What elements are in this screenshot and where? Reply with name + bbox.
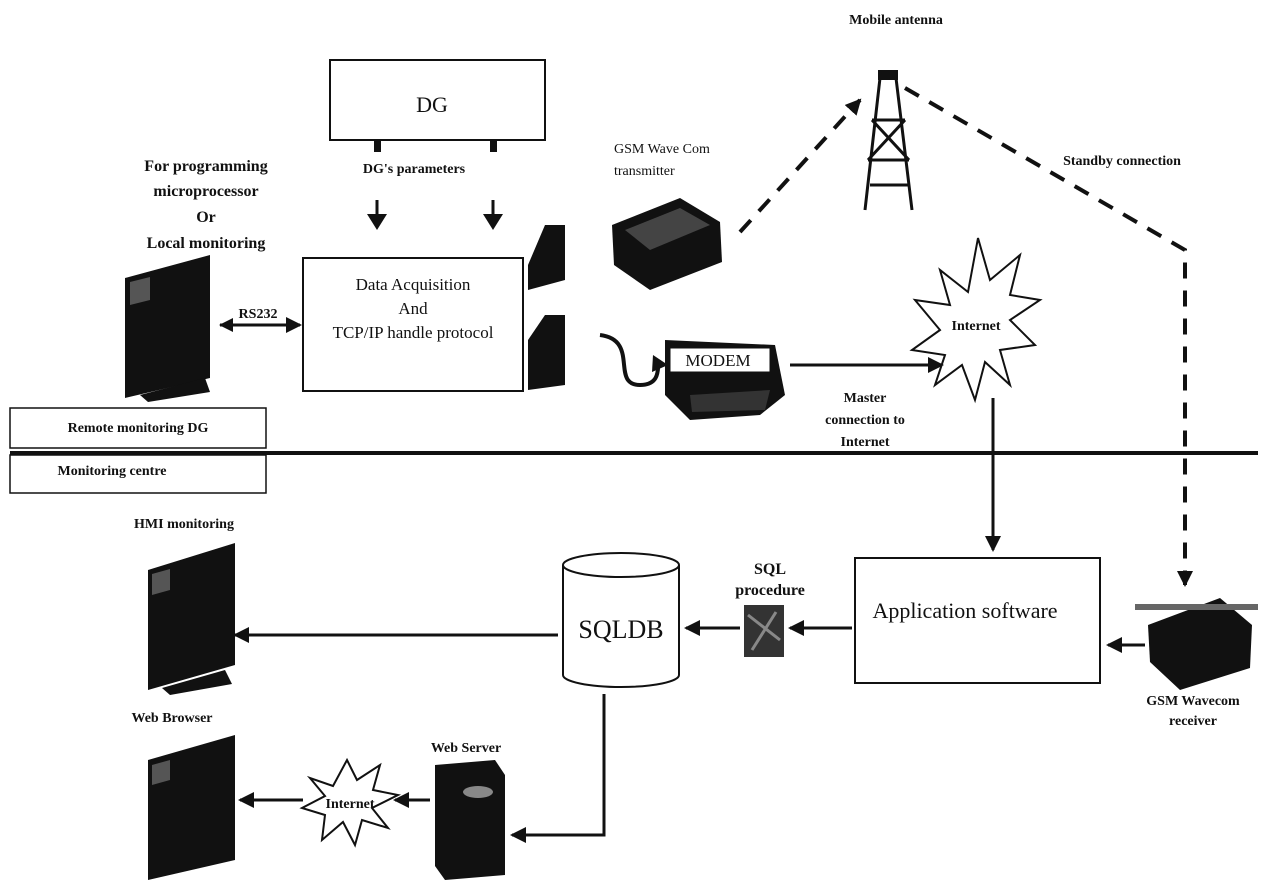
rs232-label: RS232 xyxy=(239,307,278,322)
svg-text:Remote monitoring DG: Remote monitoring DG xyxy=(68,421,209,436)
web-server-icon xyxy=(435,760,505,880)
svg-text:connection to: connection to xyxy=(825,413,905,428)
gsm-uplink-dashed xyxy=(738,98,862,234)
interface-ports xyxy=(528,225,668,390)
svg-text:microprocessor: microprocessor xyxy=(153,183,258,200)
mobile-antenna-icon xyxy=(863,70,914,211)
svg-text:SQLDB: SQLDB xyxy=(578,615,663,644)
svg-text:For programming: For programming xyxy=(144,158,267,175)
sqldb-to-webserver-link xyxy=(510,694,606,843)
gsm-transmitter-icon xyxy=(612,198,722,290)
svg-text:Internet: Internet xyxy=(841,435,890,450)
local-monitor-icon xyxy=(125,255,210,402)
svg-text:Internet: Internet xyxy=(952,319,1001,334)
svg-text:Local monitoring: Local monitoring xyxy=(147,235,266,252)
web-server-label: Web Server xyxy=(431,741,501,756)
sql-procedure-icon xyxy=(744,605,784,657)
sql-procedure-label-2: procedure xyxy=(735,582,805,599)
dg-parameter-arrows xyxy=(367,200,503,230)
sqldb-cylinder: SQLDB xyxy=(562,552,680,688)
web-browser-monitor-icon xyxy=(148,735,235,880)
internet-cloud-top: Internet xyxy=(909,237,1043,404)
standby-connection-dashed xyxy=(903,86,1193,587)
svg-text:Application software: Application software xyxy=(872,598,1057,623)
gsm-receiver-label-2: receiver xyxy=(1169,714,1217,729)
gsm-transmitter-label-1: GSM Wave Com xyxy=(614,142,710,157)
dg-unit: DG xyxy=(329,59,546,152)
sql-procedure-label-1: SQL xyxy=(754,561,786,578)
svg-text:Or: Or xyxy=(196,209,216,226)
svg-text:Internet: Internet xyxy=(326,797,375,812)
data-acquisition-box: Data Acquisition And TCP/IP handle proto… xyxy=(302,257,524,392)
hmi-monitoring-label: HMI monitoring xyxy=(134,517,234,532)
programming-label: For programming microprocessor Or Local … xyxy=(144,158,267,252)
gsm-receiver-label-1: GSM Wavecom xyxy=(1146,694,1240,709)
svg-text:And: And xyxy=(398,299,428,318)
remote-monitoring-tag: Remote monitoring DG xyxy=(9,407,267,449)
master-connection-label: Master connection to Internet xyxy=(825,391,905,450)
svg-text:Data Acquisition: Data Acquisition xyxy=(356,275,471,294)
dg-label: DG xyxy=(416,92,448,117)
web-browser-label: Web Browser xyxy=(131,711,212,726)
standby-connection-label: Standby connection xyxy=(1063,154,1181,169)
internet-cloud-bottom: Internet xyxy=(299,757,402,848)
hmi-monitor-icon xyxy=(148,543,235,695)
svg-text:Master: Master xyxy=(844,391,887,406)
gsm-receiver-icon xyxy=(1135,598,1258,690)
mobile-antenna-label: Mobile antenna xyxy=(849,13,943,28)
svg-text:Monitoring centre: Monitoring centre xyxy=(58,464,167,479)
application-software-box: Application software xyxy=(854,557,1101,684)
dg-parameters-label: DG's parameters xyxy=(363,162,466,177)
svg-text:MODEM: MODEM xyxy=(685,351,750,370)
monitoring-centre-tag: Monitoring centre xyxy=(9,454,267,494)
gsm-transmitter-label-2: transmitter xyxy=(614,164,675,179)
modem-icon: MODEM xyxy=(665,340,785,420)
svg-text:TCP/IP handle protocol: TCP/IP handle protocol xyxy=(333,323,494,342)
